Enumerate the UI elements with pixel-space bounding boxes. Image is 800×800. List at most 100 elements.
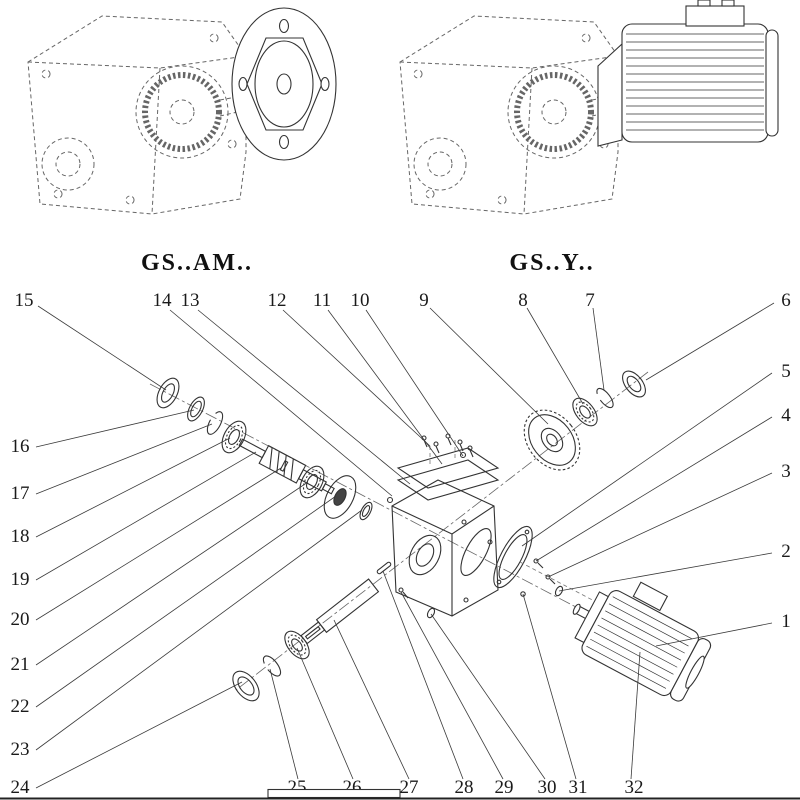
callout-12: 12: [268, 290, 287, 311]
leader-2: [558, 552, 773, 592]
part-worm-shaft: [238, 438, 335, 495]
callout-17: 17: [11, 483, 30, 504]
title-block-edge: [267, 788, 401, 799]
leader-28: [382, 570, 464, 780]
callout-24: 24: [11, 777, 31, 798]
callout-15: 15: [15, 290, 34, 311]
part-housing-cover: [396, 447, 500, 489]
part-spacer-ring-small: [359, 501, 373, 521]
callout-16: 16: [11, 436, 30, 457]
part-washer-small: [386, 496, 394, 504]
leader-21: [35, 481, 309, 666]
leader-22: [35, 495, 337, 708]
motor-drawing: [597, 0, 779, 147]
leader-14: [169, 309, 393, 497]
leader-27: [333, 619, 410, 780]
fan-cover: [765, 29, 779, 137]
part-bearing-output-bottom: [284, 630, 310, 660]
leader-20: [35, 467, 282, 621]
part-output-shaft: [300, 578, 380, 645]
variant-label-am: GS..AM..: [141, 250, 253, 276]
part-bearing-input-rear: [299, 465, 325, 499]
part-snap-ring-output-top: [596, 387, 614, 409]
page-frame: [0, 788, 800, 800]
leader-30: [430, 613, 546, 780]
part-cover-gasket: [396, 459, 500, 501]
part-motor: [572, 581, 712, 702]
leader-7: [592, 307, 605, 391]
part-bearing-output-top: [572, 397, 598, 427]
leader-10: [365, 309, 464, 457]
callout-18: 18: [11, 526, 30, 547]
leader-18: [35, 437, 231, 538]
leader-32: [630, 651, 641, 780]
leader-3: [547, 472, 773, 578]
leader-6: [645, 302, 775, 381]
motor-fins: [626, 33, 764, 131]
callout-23: 23: [11, 739, 30, 760]
leader-31: [522, 593, 577, 780]
callout-11: 11: [313, 290, 331, 311]
callout-28: 28: [455, 777, 474, 798]
output-axis-centerline: [235, 371, 649, 691]
part-output-gearwheel: [523, 409, 581, 471]
exploded-assembly: [149, 370, 712, 702]
leader-17: [35, 423, 213, 495]
leader-lines: [35, 302, 775, 789]
callout-32: 32: [625, 777, 644, 798]
leader-4: [535, 416, 773, 562]
callout-14: 14: [153, 290, 173, 311]
callout-21: 21: [11, 654, 30, 675]
leader-11: [327, 309, 443, 465]
part-housing-screws: [398, 587, 436, 619]
part-snap-ring-output-bottom: [262, 655, 282, 677]
part-dowel-pin: [279, 460, 289, 472]
flange-motor-projection-line: [519, 561, 601, 605]
callout-4: 4: [781, 405, 791, 426]
leader-16: [35, 409, 195, 448]
callout-6: 6: [781, 290, 791, 311]
part-oil-seal-input: [156, 377, 180, 409]
terminal-box-exploded: [632, 581, 669, 612]
leader-29: [400, 591, 504, 780]
part-oil-seal-output-bottom: [232, 670, 260, 702]
leader-1: [655, 622, 773, 647]
gearbox-y-drawing: [400, 0, 779, 214]
callout-9: 9: [419, 290, 429, 311]
leader-23: [35, 509, 363, 751]
gearbox-am-drawing: [28, 7, 337, 214]
callout-27: 27: [400, 777, 419, 798]
part-plug: [554, 585, 564, 597]
part-bearing-input-front: [221, 420, 247, 454]
part-screw-plug: [520, 591, 526, 597]
callout-8: 8: [518, 290, 528, 311]
part-flange-bolts: [520, 558, 564, 597]
callout-30: 30: [538, 777, 557, 798]
callout-1: 1: [781, 611, 791, 632]
leader-8: [526, 307, 584, 405]
leader-15: [37, 305, 167, 391]
callout-19: 19: [11, 569, 30, 590]
input-axis-centerline: [149, 383, 701, 673]
callout-31: 31: [569, 777, 588, 798]
part-key: [376, 561, 392, 575]
part-spacer-ring-input: [187, 396, 205, 422]
callout-20: 20: [11, 609, 30, 630]
part-oil-seal-output-top: [622, 370, 646, 398]
part-shim-disc: [323, 475, 357, 519]
callout-22: 22: [11, 696, 30, 717]
leader-26: [296, 647, 354, 780]
part-breather-plug: [459, 451, 467, 459]
part-housing: [391, 479, 499, 617]
callout-2: 2: [781, 541, 791, 562]
leader-25: [269, 668, 299, 780]
output-flange-drawing: [231, 7, 337, 161]
leader-9: [429, 307, 549, 425]
gearbox-housing-dashed-am: [28, 16, 264, 214]
motor-fins-exploded: [586, 596, 693, 689]
leader-5: [521, 372, 773, 547]
callout-13: 13: [181, 290, 200, 311]
leader-24: [35, 681, 243, 789]
